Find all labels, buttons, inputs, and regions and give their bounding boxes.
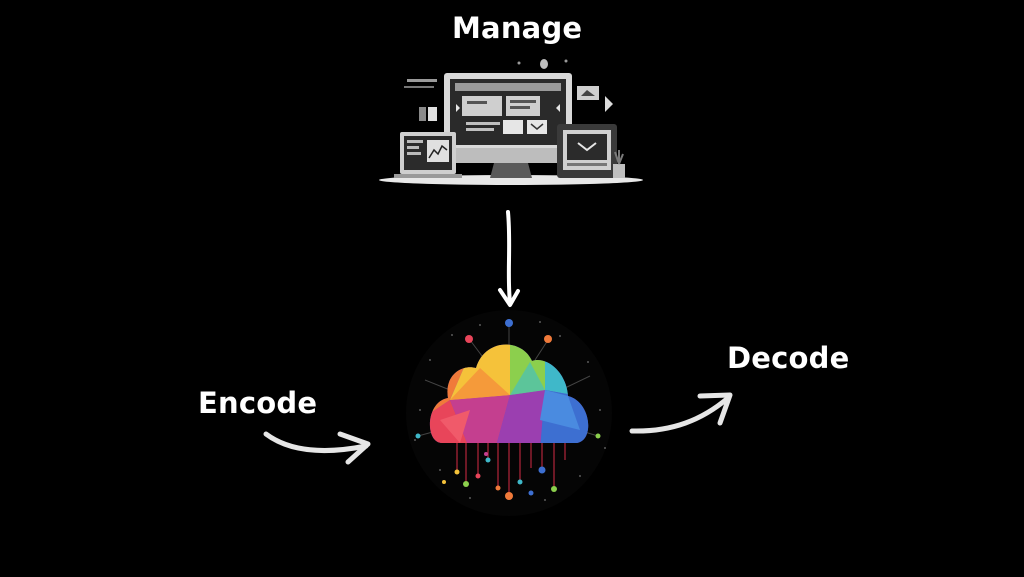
data-lines [456, 443, 566, 494]
monitor-icon [444, 73, 572, 178]
laptop-icon [394, 132, 462, 178]
data-nodes [442, 452, 557, 500]
encode-arrow-icon [263, 431, 371, 465]
down-arrow-icon [498, 210, 520, 307]
tablet-icon [557, 124, 617, 178]
manage-label: Manage [452, 11, 583, 45]
encode-label: Encode [198, 386, 318, 420]
decode-label: Decode [727, 341, 850, 375]
decode-arrow-icon [629, 392, 733, 434]
decor-widgets [404, 59, 625, 178]
